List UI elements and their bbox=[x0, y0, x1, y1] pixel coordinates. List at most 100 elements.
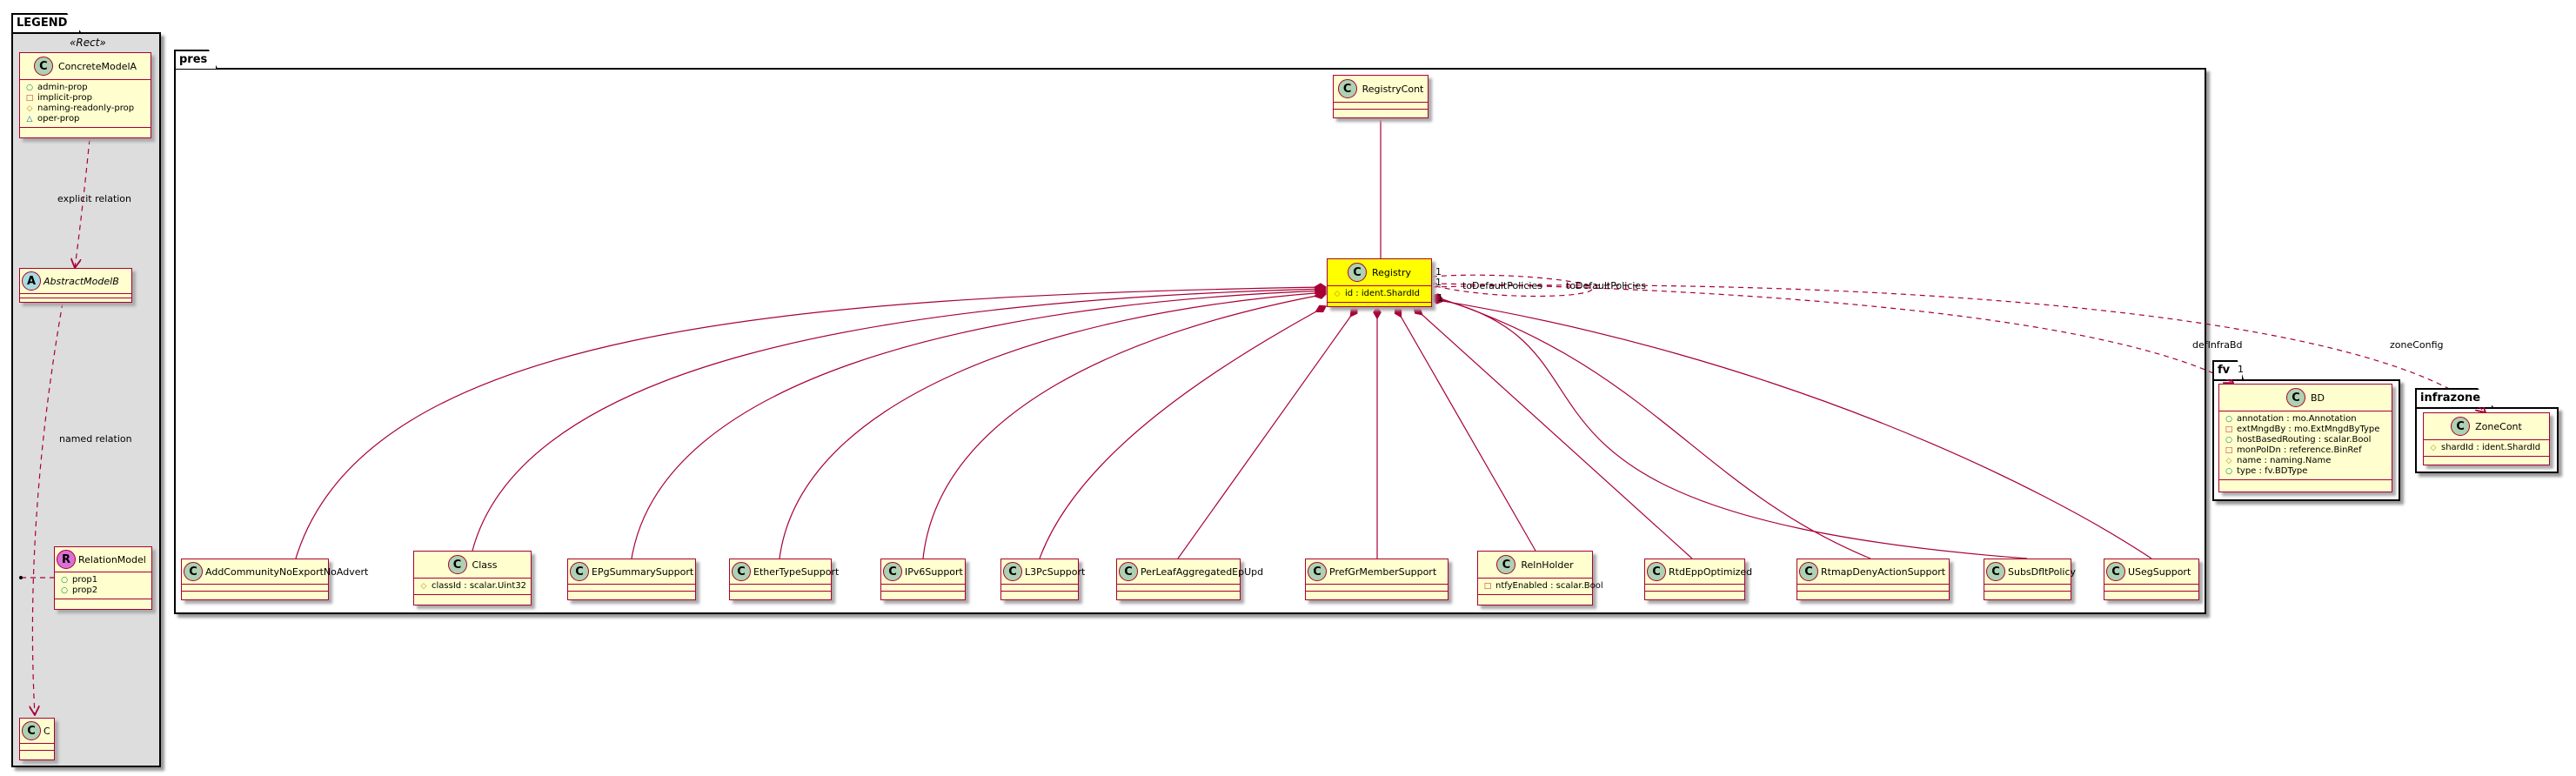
attributes: ○ admin-prop □implicit-prop ◇ naming-reado… bbox=[20, 80, 151, 128]
class-name: C bbox=[43, 725, 50, 737]
class-icon: C bbox=[1003, 562, 1022, 581]
class-icon: C bbox=[184, 562, 203, 581]
class-name: ZoneCont bbox=[2475, 420, 2522, 432]
class-icon: C bbox=[2285, 388, 2305, 407]
class-icon: C bbox=[1337, 79, 1357, 98]
protected-icon: ◇ bbox=[1334, 290, 1341, 298]
class-icon: C bbox=[1119, 562, 1138, 581]
multiplicity: 1 bbox=[1435, 266, 1442, 278]
class-name: RtdEppOptimized bbox=[1669, 565, 1753, 578]
protected-icon: ◇ bbox=[2225, 457, 2232, 465]
class-bd[interactable]: C BD ○ annotation : mo.Annotation □ extMngd… bbox=[2218, 384, 2392, 492]
attr: prop1 bbox=[72, 575, 98, 585]
class-icon: C bbox=[2106, 562, 2125, 581]
attr: name : naming.Name bbox=[2237, 456, 2332, 465]
legend-title: LEGEND bbox=[17, 17, 68, 30]
class-name: SubsDfltPolicy bbox=[2008, 565, 2077, 578]
pres-title: pres bbox=[179, 53, 208, 66]
multiplicity: 1 bbox=[2238, 364, 2244, 375]
class-icon: C bbox=[2451, 417, 2471, 436]
class-registry-cont[interactable]: C RegistryCont bbox=[1333, 75, 1429, 118]
class-icon: C bbox=[1347, 263, 1367, 282]
class-icon: C bbox=[570, 562, 589, 581]
class-icon: C bbox=[1647, 562, 1666, 581]
class-concrete-model-a[interactable]: C ConcreteModelA ○ admin-prop □implicit-pr… bbox=[19, 52, 151, 138]
class-name: AbstractModelB bbox=[43, 275, 119, 287]
class-icon: C bbox=[1986, 562, 2005, 581]
attr: type : fv.BDType bbox=[2237, 466, 2308, 476]
attr: naming-readonly-prop bbox=[37, 104, 135, 113]
fv-title: fv bbox=[2218, 364, 2231, 377]
attr: prop2 bbox=[72, 585, 98, 595]
attr: extMngdBy : mo.ExtMngdByType bbox=[2237, 425, 2380, 434]
attr: implicit-prop bbox=[37, 93, 92, 103]
attr: shardId : ident.ShardId bbox=[2441, 443, 2541, 452]
legend-explicit-relation bbox=[75, 138, 90, 268]
class-icon: C bbox=[33, 57, 53, 76]
class-name: IPv6Support bbox=[905, 565, 963, 578]
multiplicity: 1 bbox=[1435, 277, 1442, 288]
public-icon: ○ bbox=[61, 586, 68, 595]
class-name: RelationModel bbox=[78, 553, 146, 565]
package-icon: △ bbox=[26, 115, 33, 124]
private-icon: □ bbox=[1483, 582, 1492, 591]
class-name: RelnHolder bbox=[1521, 559, 1574, 571]
to-default-policies-label: toDefaultPolicies bbox=[1566, 280, 1646, 291]
attr: classId : scalar.Uint32 bbox=[432, 581, 527, 591]
public-icon: ○ bbox=[2225, 436, 2232, 445]
protected-icon: ◇ bbox=[420, 582, 427, 591]
class-icon: C bbox=[883, 562, 902, 581]
zone-config-label: zoneConfig bbox=[2390, 339, 2444, 351]
class-icon: C bbox=[1799, 562, 1818, 581]
infrazone-title: infrazone bbox=[2420, 391, 2481, 405]
relation-icon: R bbox=[57, 550, 76, 569]
named-relation-label: named relation bbox=[59, 433, 132, 445]
legend-named-relation bbox=[32, 302, 64, 715]
attr: id : ident.ShardId bbox=[1345, 289, 1420, 298]
attr: annotation : mo.Annotation bbox=[2237, 414, 2357, 424]
class-name: EtherTypeSupport bbox=[753, 565, 840, 578]
class-name: USegSupport bbox=[2128, 565, 2191, 578]
class-name: Registry bbox=[1371, 266, 1412, 278]
class-name: ConcreteModelA bbox=[57, 60, 137, 72]
attr: hostBasedRouting : scalar.Bool bbox=[2237, 435, 2372, 445]
private-icon: □ bbox=[25, 94, 34, 103]
public-icon: ○ bbox=[2225, 415, 2232, 424]
class-name: L3PcSupport bbox=[1025, 565, 1086, 578]
class-name: BD bbox=[2310, 391, 2325, 404]
private-icon: □ bbox=[2225, 446, 2233, 455]
class-icon: C bbox=[447, 555, 467, 574]
abstract-class-icon: A bbox=[22, 271, 41, 291]
attr: admin-prop bbox=[37, 83, 88, 92]
class-icon: C bbox=[22, 721, 41, 740]
explicit-relation-label: explicit relation bbox=[57, 193, 132, 204]
to-default-policies-label: toDefaultPolicies bbox=[1462, 280, 1542, 291]
def-infra-bd-label: defInfraBd bbox=[2192, 339, 2243, 351]
protected-icon: ◇ bbox=[26, 104, 33, 113]
class-name: AddCommunityNoExportNoAdvert bbox=[205, 565, 369, 578]
class-name: RegistryCont bbox=[1362, 83, 1424, 95]
public-icon: ○ bbox=[2225, 467, 2232, 476]
attr: ntfyEnabled : scalar.Bool bbox=[1495, 581, 1603, 591]
class-registry[interactable]: C Registry ◇ id : ident.ShardId bbox=[1327, 258, 1432, 307]
class-name: RtmapDenyActionSupport bbox=[1821, 565, 1946, 578]
attr: monPolDn : reference.BinRef bbox=[2237, 445, 2362, 455]
public-icon: ○ bbox=[26, 84, 33, 92]
